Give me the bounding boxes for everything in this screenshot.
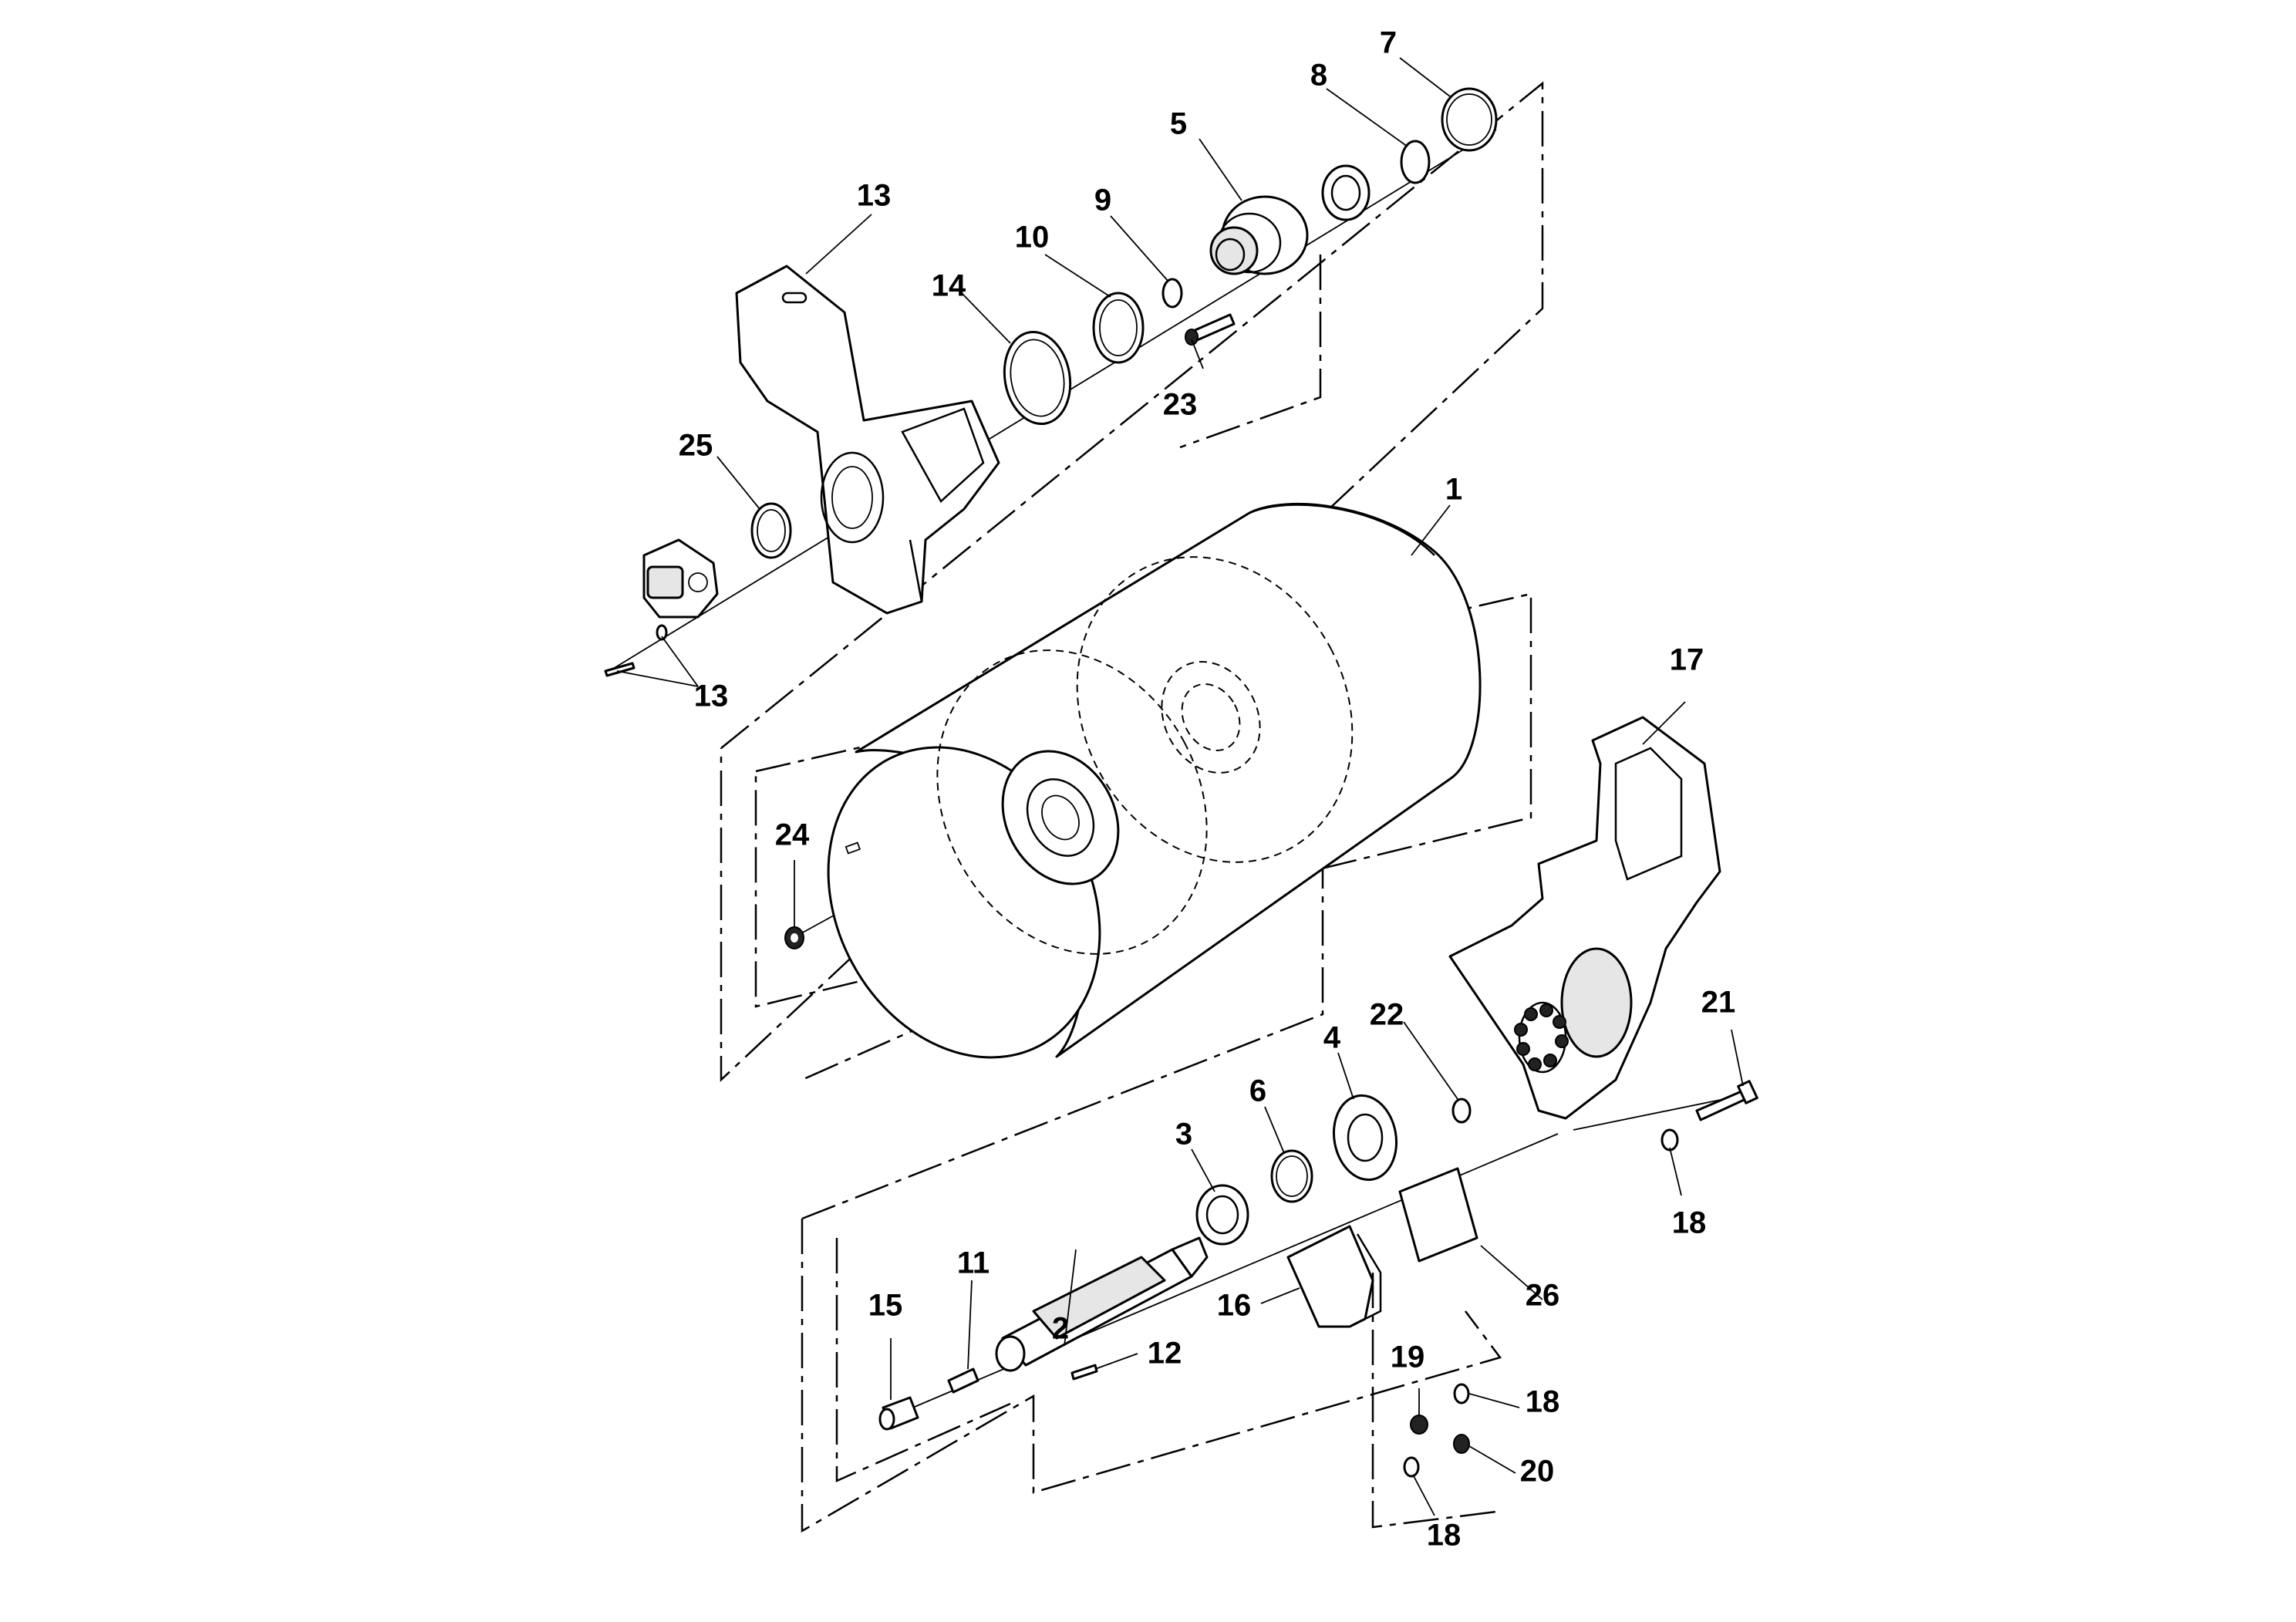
callout-15: 15 [868, 1289, 903, 1323]
callout-9: 9 [1094, 184, 1111, 218]
bearing-cover-4 [1332, 1094, 1398, 1182]
callout-18-bottom: 18 [1427, 1519, 1462, 1553]
o-ring-6 [1270, 1149, 1313, 1203]
bolt-20 [1453, 1434, 1470, 1454]
callout-17: 17 [1670, 643, 1704, 677]
callout-6: 6 [1249, 1074, 1266, 1108]
bolt-23 [1185, 313, 1236, 346]
callout-18-right: 18 [1672, 1206, 1707, 1240]
bearing-housing-5 [1209, 195, 1309, 275]
bearing-8 [1321, 164, 1371, 221]
nut-19 [1410, 1415, 1428, 1435]
washer-18-right [1660, 1128, 1679, 1152]
callout-3: 3 [1175, 1118, 1192, 1152]
callout-4: 4 [1323, 1021, 1341, 1055]
callout-8: 8 [1310, 59, 1327, 93]
screw-and-washer-13 [604, 624, 668, 677]
callout-20: 20 [1520, 1455, 1555, 1489]
callout-11: 11 [957, 1246, 990, 1280]
hub-motor-13 [642, 538, 719, 619]
callout-23: 23 [1163, 388, 1198, 422]
callout-10: 10 [1015, 221, 1050, 255]
callout-21: 21 [1701, 986, 1736, 1020]
callout-13-bottom: 13 [694, 679, 729, 713]
callout-12: 12 [1148, 1337, 1182, 1371]
ring-14 [1003, 330, 1072, 426]
bracket-17 [1448, 716, 1721, 1120]
bearing-3 [1195, 1184, 1249, 1246]
callout-16: 16 [1217, 1289, 1252, 1323]
callout-22: 22 [1370, 998, 1404, 1032]
callout-1: 1 [1445, 473, 1462, 507]
sleeve-15 [878, 1396, 919, 1431]
circlip-9 [1161, 278, 1183, 309]
nut-24 [784, 926, 804, 949]
callout-25: 25 [679, 429, 713, 463]
callout-2: 2 [1052, 1312, 1069, 1346]
circlip-8 [1400, 140, 1431, 184]
callout-5: 5 [1170, 107, 1187, 141]
ring-10 [1092, 292, 1145, 364]
callout-24: 24 [775, 818, 810, 852]
washer-18-low [1403, 1456, 1420, 1478]
leader-lines [616, 57, 1744, 1516]
bracket-13 [735, 265, 1000, 615]
o-ring-25 [750, 502, 792, 559]
bracket-plate-16 [1286, 1225, 1382, 1328]
callout-7: 7 [1380, 26, 1397, 60]
callout-14: 14 [932, 269, 966, 303]
plug-22 [1451, 1098, 1472, 1124]
washer-18-mid [1453, 1383, 1470, 1404]
callout-19: 19 [1391, 1340, 1425, 1374]
eccentric-shaft-2 [995, 1236, 1209, 1372]
callout-labels: 1 2 3 4 5 6 7 8 9 10 11 12 13 13 14 15 1… [679, 26, 1736, 1553]
callout-13-top: 13 [857, 179, 892, 213]
key-12 [1070, 1364, 1098, 1381]
callout-18-mid: 18 [1526, 1385, 1560, 1419]
drum-shell [827, 502, 1482, 1059]
snap-ring-7 [1441, 87, 1498, 152]
flange-bolts [1514, 1003, 1569, 1071]
pin-11 [947, 1367, 979, 1394]
callout-26: 26 [1526, 1279, 1560, 1313]
plate-26 [1398, 1167, 1478, 1263]
bolt-21 [1695, 1080, 1758, 1121]
